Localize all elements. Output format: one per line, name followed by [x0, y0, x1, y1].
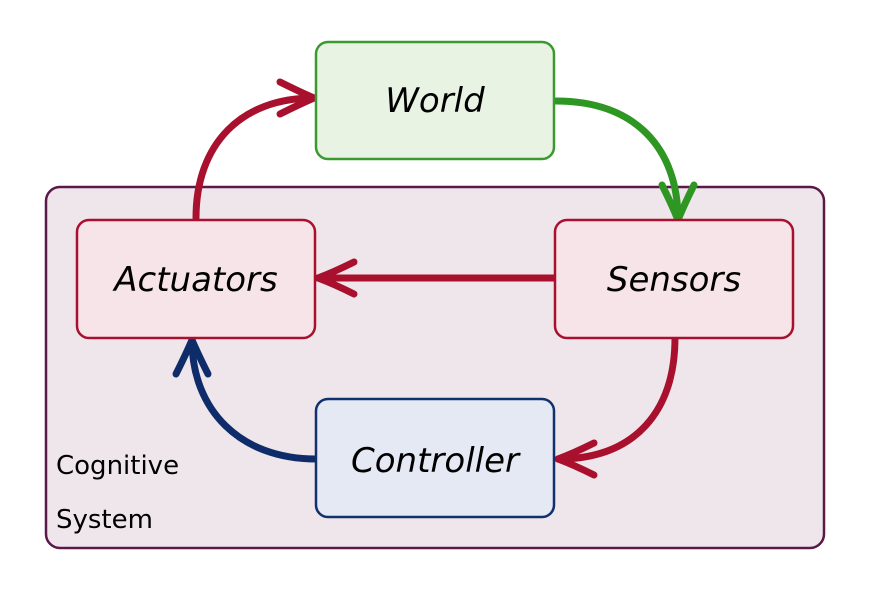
cognitive-system-label-line1: Cognitive [56, 451, 179, 481]
arrowhead-sensors-to-actuators [314, 258, 358, 298]
arrowhead-actuators-to-world [276, 78, 318, 118]
edge-world-to-sensors [552, 97, 682, 224]
edge-sensors-to-controller [554, 334, 679, 463]
node-controller [314, 397, 556, 519]
edge-actuators-to-world [192, 94, 318, 222]
node-controller-label: Controller [351, 441, 521, 481]
node-sensors [553, 218, 795, 340]
node-world-label: World [385, 81, 485, 121]
edge-controller-to-actuators [188, 336, 320, 463]
cognitive-system-label-line2: System [56, 505, 153, 535]
node-actuators [75, 218, 317, 340]
node-actuators-label: Actuators [112, 260, 278, 300]
node-sensors-label: Sensors [607, 260, 741, 300]
arrowhead-controller-to-actuators [172, 336, 212, 378]
node-world [314, 40, 556, 161]
arrowhead-sensors-to-controller [554, 439, 598, 479]
